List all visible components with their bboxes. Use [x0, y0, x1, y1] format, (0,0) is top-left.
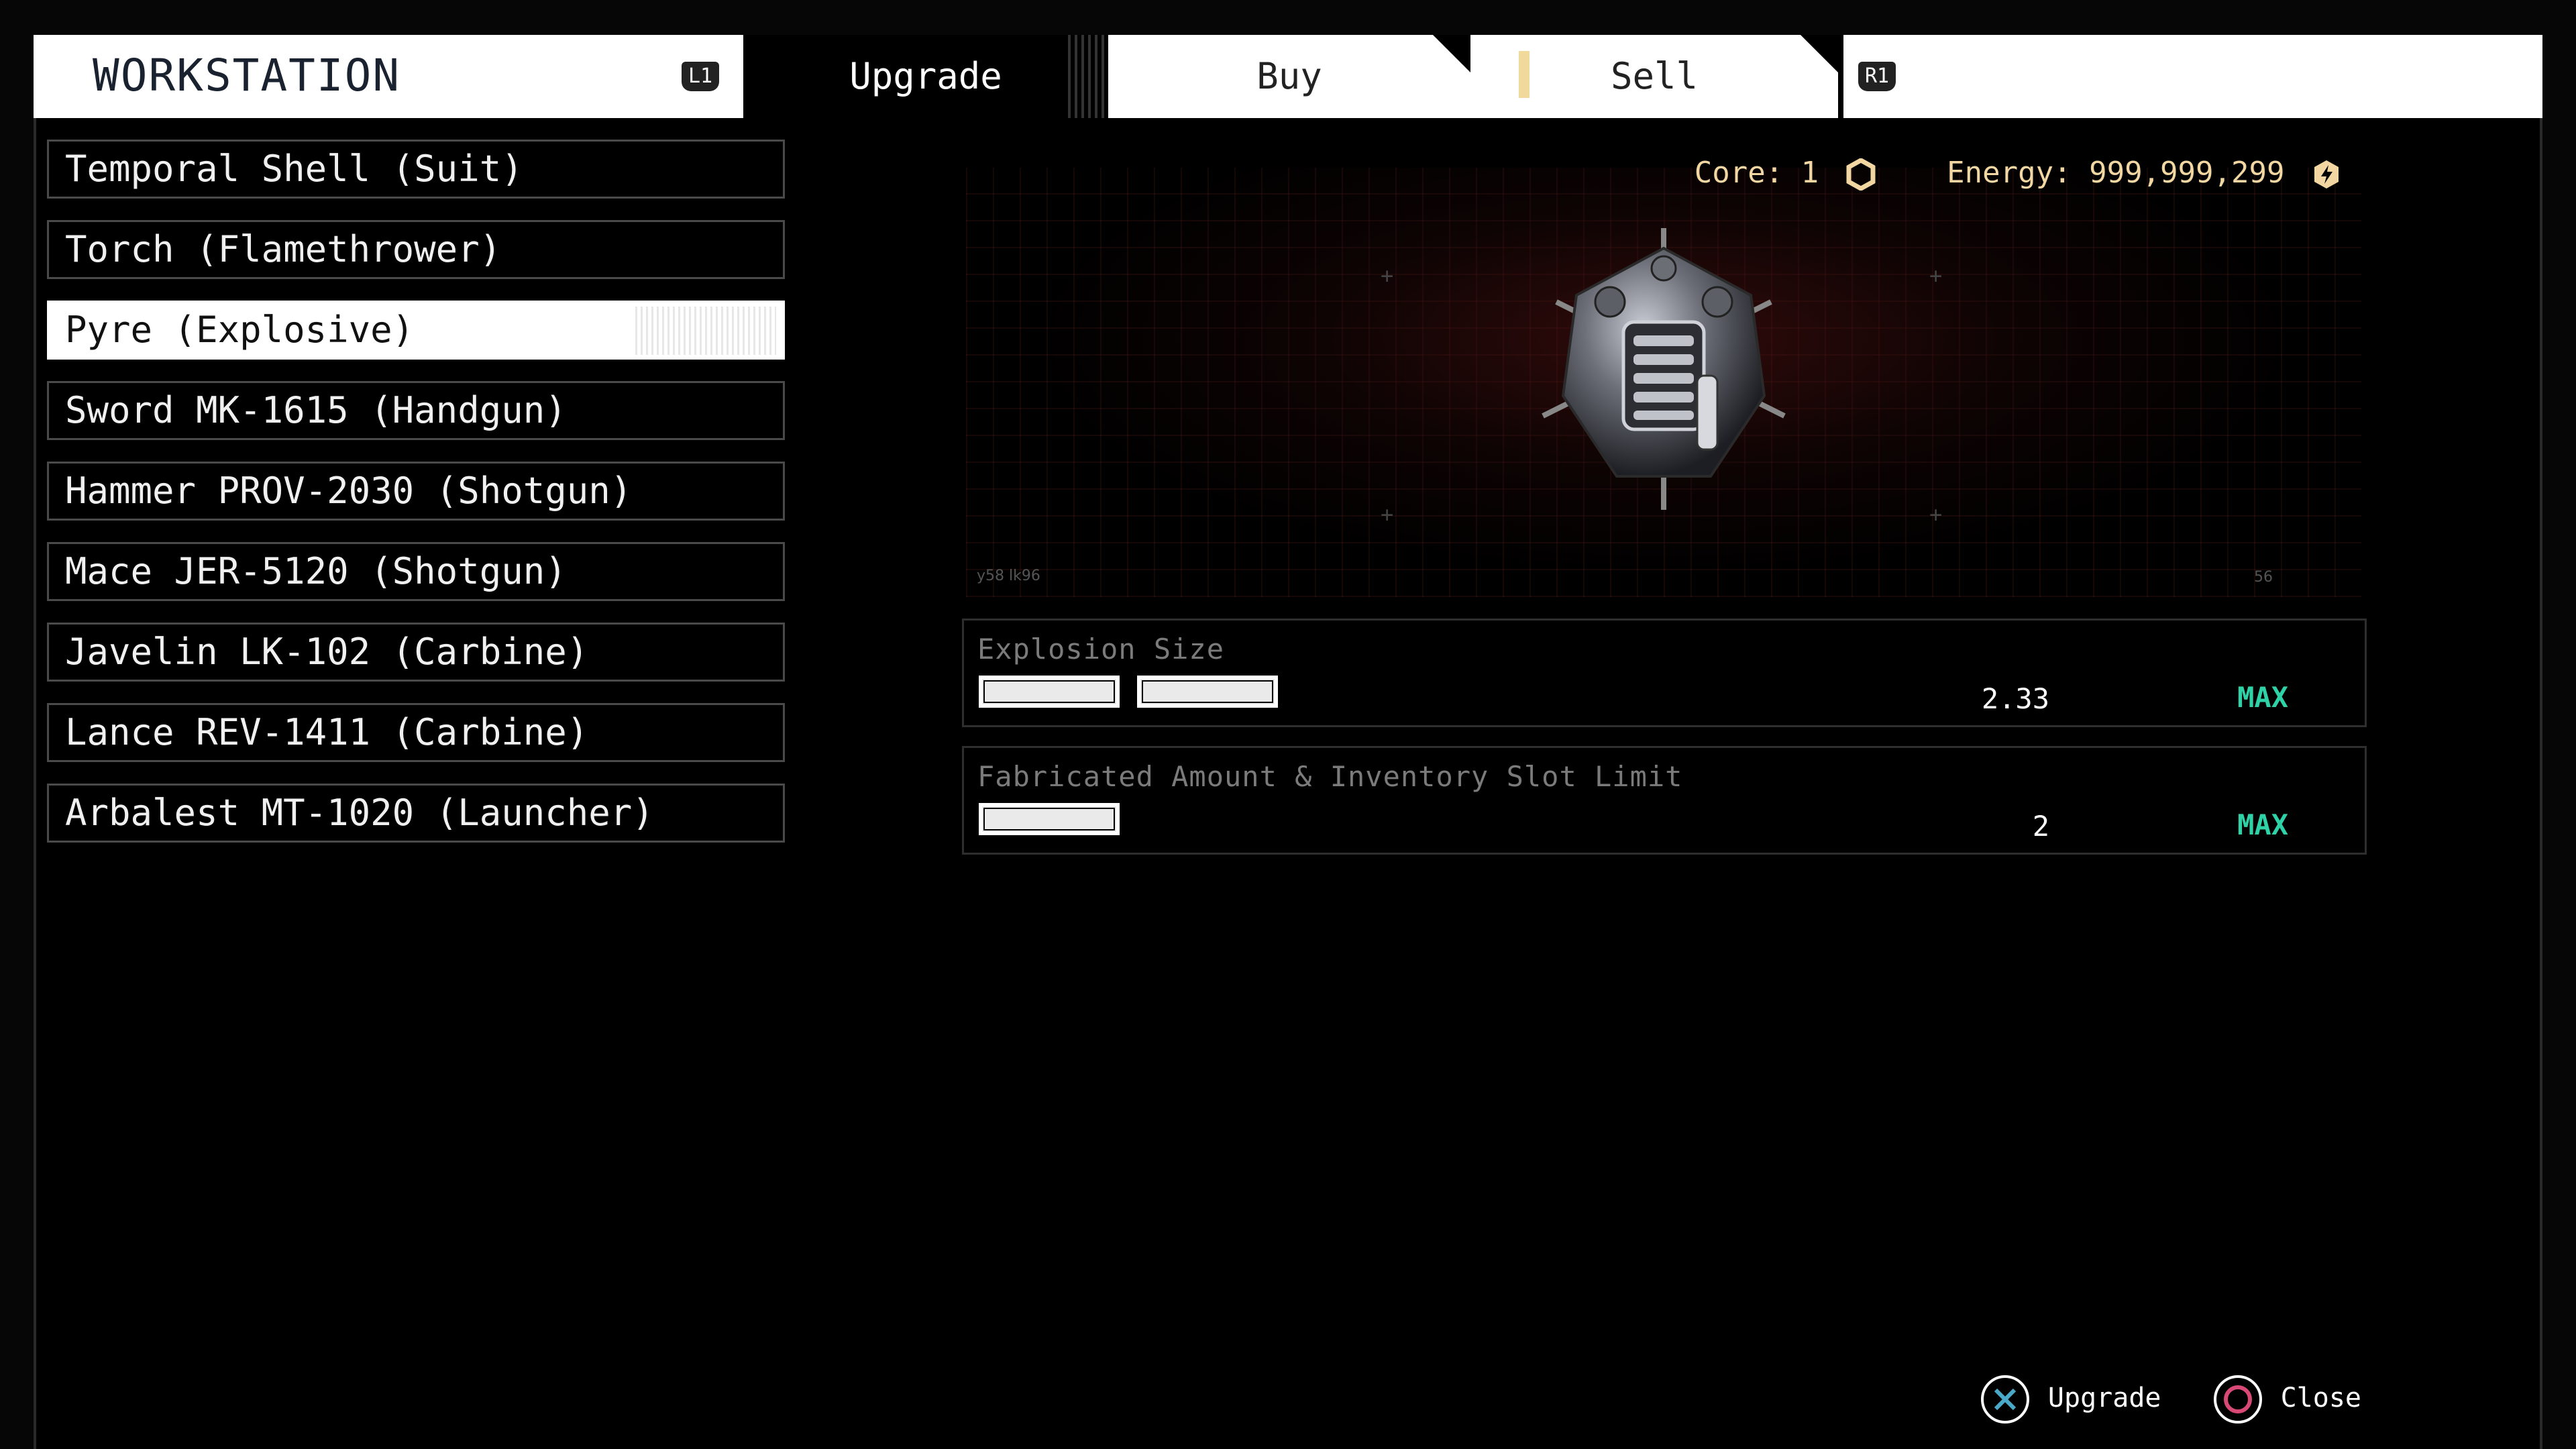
grid-marker-icon: + [1929, 502, 1943, 527]
list-item[interactable]: Arbalest MT-1020 (Launcher) [47, 784, 785, 843]
list-item-label: Lance REV-1411 (Carbine) [65, 711, 589, 753]
circle-button-icon [2213, 1375, 2262, 1424]
stat-max-label: MAX [2237, 681, 2288, 714]
list-item-selected[interactable]: Pyre (Explosive) [47, 301, 785, 360]
upgrade-hint-label: Upgrade [2047, 1383, 2161, 1413]
top-bar: WORKSTATION L1 Upgrade Buy Sell R1 [34, 35, 2542, 118]
core-icon [1846, 158, 1876, 191]
list-item[interactable]: Mace JER-5120 (Shotgun) [47, 542, 785, 601]
stat-max-label: MAX [2237, 808, 2288, 841]
list-item-label: Pyre (Explosive) [65, 309, 415, 351]
close-hint[interactable]: Close [2212, 1374, 2361, 1425]
stat-value: 2.33 [1981, 682, 2049, 715]
list-item-label: Hammer PROV-2030 (Shotgun) [65, 470, 633, 512]
stat-label: Fabricated Amount & Inventory Slot Limit [977, 760, 1683, 793]
upgrade-level-segment [979, 803, 1120, 835]
list-item[interactable]: Temporal Shell (Suit) [47, 140, 785, 199]
stat-explosion-size: Explosion Size 2.33 MAX [962, 619, 2367, 727]
upgrade-level-bars [979, 803, 1137, 838]
r1-button-icon[interactable]: R1 [1858, 62, 1896, 91]
sell-notification-marker [1519, 51, 1529, 98]
list-item-label: Mace JER-5120 (Shotgun) [65, 550, 567, 592]
grid-marker-icon: + [1381, 263, 1394, 288]
list-item[interactable]: Hammer PROV-2030 (Shotgun) [47, 462, 785, 521]
tab-upgrade-label: Upgrade [849, 55, 1002, 97]
close-hint-label: Close [2280, 1383, 2361, 1413]
list-item-label: Arbalest MT-1020 (Launcher) [65, 792, 654, 834]
l1-button-icon[interactable]: L1 [682, 62, 719, 91]
top-bar-spacer: R1 [1838, 35, 2542, 118]
energy-icon [2314, 160, 2339, 189]
pyre-explosive-model-icon [1542, 228, 1786, 510]
list-item-label: Torch (Flamethrower) [65, 228, 502, 270]
button-hints: Upgrade Close [1945, 1374, 2361, 1425]
tab-buy[interactable]: Buy [1108, 35, 1470, 118]
tab-buy-label: Buy [1256, 55, 1322, 97]
preview-corner-number: 56 [2254, 569, 2273, 586]
list-item[interactable]: Javelin LK-102 (Carbine) [47, 623, 785, 682]
list-item[interactable]: Sword MK-1615 (Handgun) [47, 381, 785, 440]
weapon-list: Temporal Shell (Suit) Torch (Flamethrowe… [47, 140, 785, 864]
page-title: WORKSTATION [93, 50, 401, 101]
preview-code-text: y58 lk96 [977, 568, 1040, 584]
title-area: WORKSTATION L1 [34, 35, 743, 118]
currency-display: Core: 1 Energy: 999,999,299 [1695, 156, 2341, 191]
upgrade-level-bars [979, 676, 1295, 710]
list-item-label: Javelin LK-102 (Carbine) [65, 631, 589, 673]
grid-marker-icon: + [1929, 263, 1943, 288]
stat-fabricated-amount: Fabricated Amount & Inventory Slot Limit… [962, 746, 2367, 855]
list-item[interactable]: Lance REV-1411 (Carbine) [47, 703, 785, 762]
tab-notch [1433, 35, 1470, 72]
list-item-label: Temporal Shell (Suit) [65, 148, 523, 190]
stat-label: Explosion Size [977, 633, 1225, 665]
grid-marker-icon: + [1381, 502, 1394, 527]
list-item[interactable]: Torch (Flamethrower) [47, 220, 785, 279]
core-count: Core: 1 [1694, 156, 1819, 190]
upgrade-level-segment [979, 676, 1120, 708]
upgrade-level-segment [1137, 676, 1278, 708]
upgrade-hint[interactable]: Upgrade [1980, 1374, 2161, 1425]
tab-notch [1801, 35, 1838, 72]
tab-sell-label: Sell [1610, 55, 1699, 97]
cross-button-icon [1980, 1375, 2029, 1424]
list-item-label: Sword MK-1615 (Handgun) [65, 389, 567, 431]
tab-sell[interactable]: Sell [1470, 35, 1838, 118]
tab-upgrade[interactable]: Upgrade [743, 35, 1108, 118]
energy-count: Energy: 999,999,299 [1947, 156, 2285, 190]
stat-value: 2 [2032, 810, 2049, 843]
